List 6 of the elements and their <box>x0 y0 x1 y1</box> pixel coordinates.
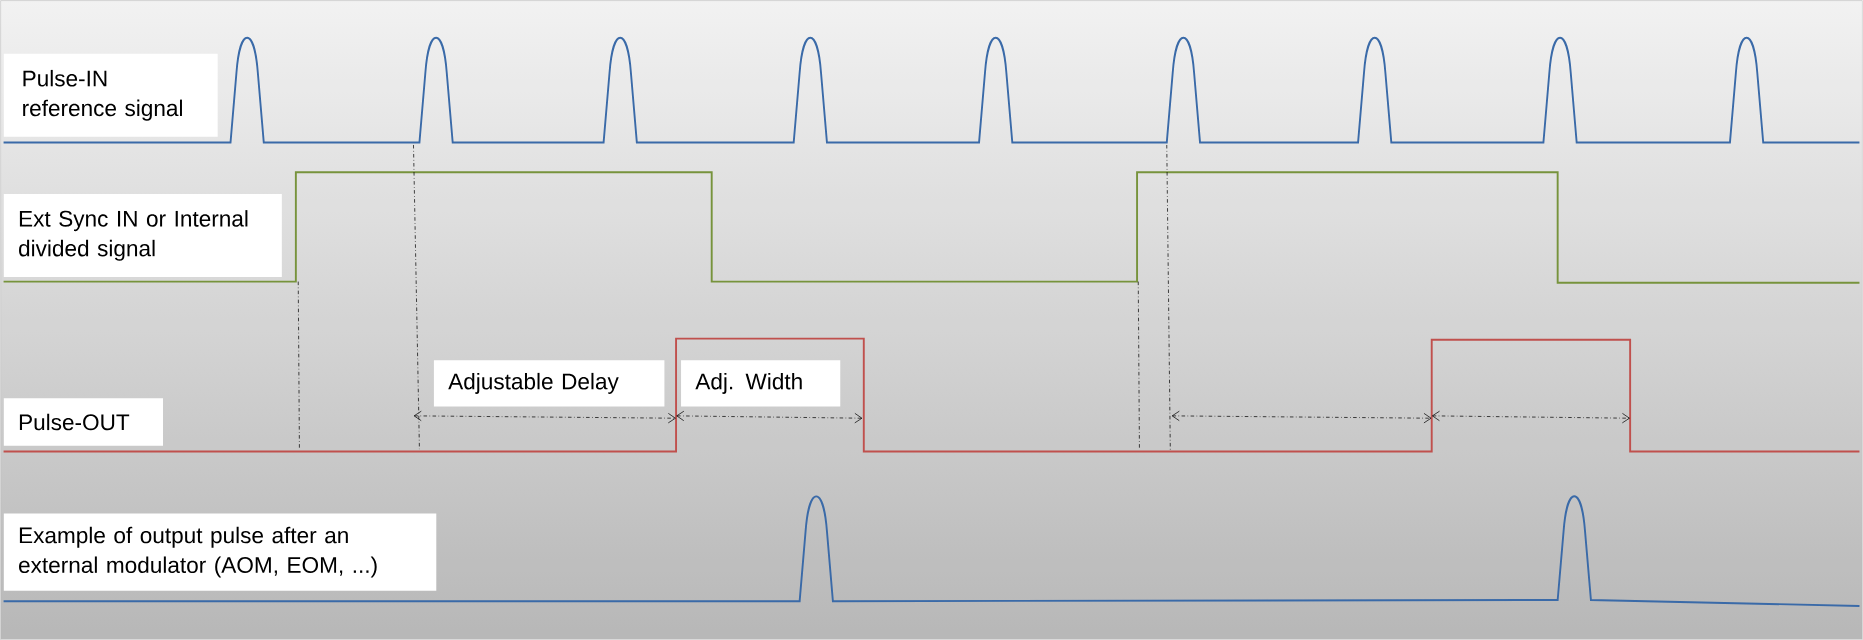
text-box: Adj. Width <box>681 360 841 407</box>
text-box: Adjustable Delay <box>433 360 665 407</box>
text-box: Pulse-IN reference signal <box>3 53 218 137</box>
text-box: Pulse-OUT <box>3 398 163 446</box>
text-box: Ext Sync IN or Internal divided signal <box>3 193 282 277</box>
text-box: Example of output pulse after an external modulator (AOM, EOM, ...) <box>3 513 437 591</box>
